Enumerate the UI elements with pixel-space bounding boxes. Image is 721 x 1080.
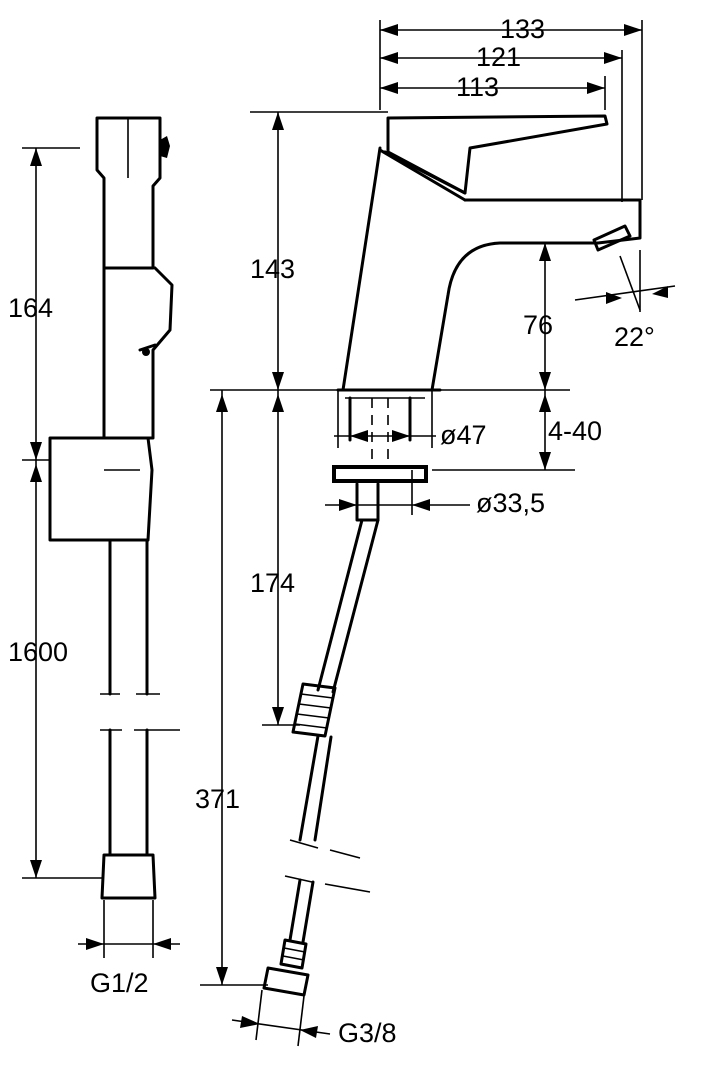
dimension-143-label: 143 [250, 254, 295, 284]
dimension-1600-label: 1600 [8, 637, 68, 667]
dimension-113-label: 113 [456, 72, 499, 102]
faucet-side-view [200, 20, 676, 1047]
hand-shower-side-view [22, 116, 180, 958]
dimension-371-label: 371 [195, 784, 240, 814]
dimension-76-label: 76 [523, 310, 553, 340]
dimension-133-label: 133 [500, 14, 545, 44]
thickness-4-40-label: 4-40 [548, 416, 602, 446]
diameter-33-5-label: ø33,5 [476, 488, 545, 518]
thread-g1-2-label: G1/2 [90, 968, 149, 998]
dimension-174-label: 174 [250, 568, 295, 598]
thread-g3-8-label: G3/8 [338, 1018, 397, 1048]
dimension-121-label: 121 [476, 42, 521, 72]
diameter-47-label: ø47 [440, 420, 487, 450]
dimension-164-label: 164 [8, 293, 53, 323]
angle-22-label: 22° [614, 322, 655, 352]
